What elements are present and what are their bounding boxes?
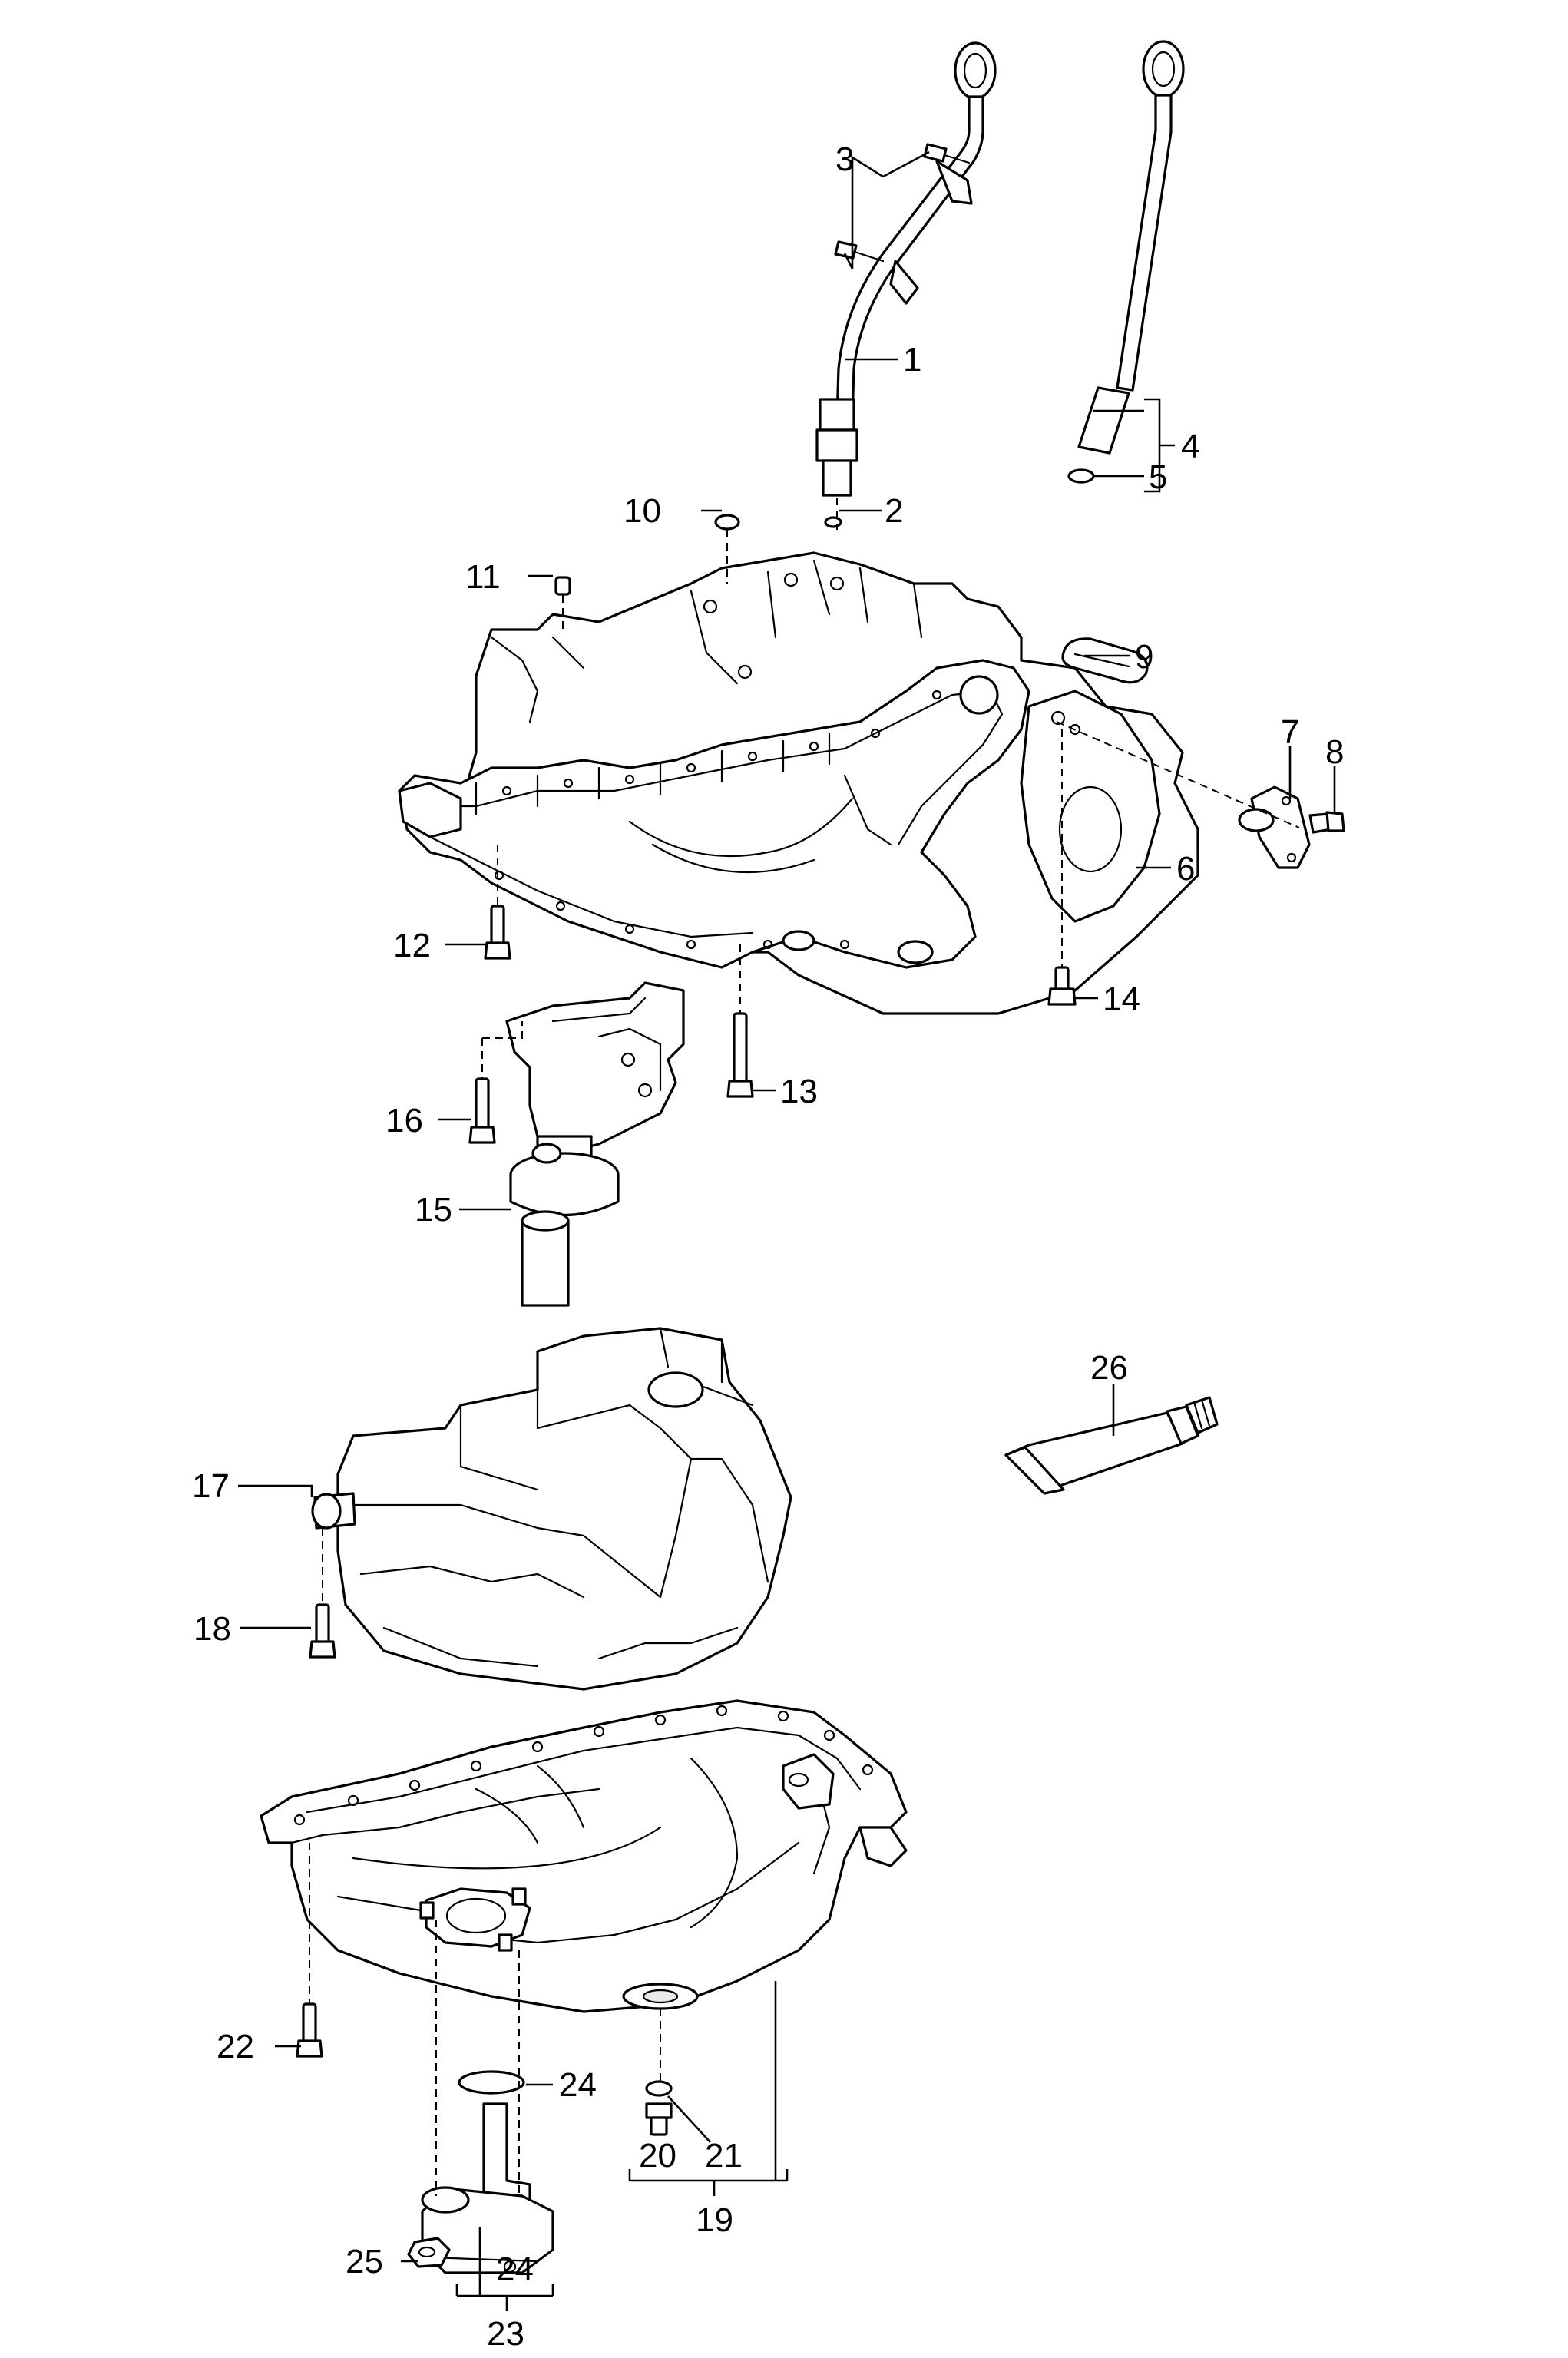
callout-7: 7	[1281, 713, 1299, 751]
callout-15: 15	[415, 1191, 452, 1229]
sealant-tube-26	[1004, 1396, 1219, 1495]
callout-18: 18	[194, 1610, 231, 1648]
oil-dipstick	[1067, 40, 1185, 484]
callout-13: 13	[780, 1073, 818, 1110]
callout-26: 26	[1090, 1349, 1128, 1387]
bolt-18	[309, 1603, 336, 1659]
callout-14: 14	[1103, 981, 1140, 1018]
gasket-9	[1061, 637, 1149, 684]
bolt-22	[296, 2002, 323, 2058]
oil-pan-upper-housing	[398, 551, 1199, 1015]
callout-4: 4	[1181, 428, 1199, 465]
callout-8: 8	[1325, 733, 1344, 771]
callout-24-upper: 24	[559, 2066, 597, 2104]
callout-12: 12	[393, 927, 431, 964]
seal-ring-21	[645, 2080, 673, 2097]
cover-plate-7	[1238, 785, 1311, 869]
callout-19: 19	[696, 2201, 733, 2239]
callout-labels: 1 2 3 4 5 6 7 8 9 10 11 12 13 14 15 16 1…	[192, 141, 1344, 2353]
callout-24-lower: 24	[496, 2251, 534, 2288]
baffle-plate-17	[311, 1327, 792, 1691]
callout-20: 20	[639, 2137, 676, 2174]
drain-plug-20	[645, 2102, 673, 2136]
lower-pan-rim-holes	[293, 1705, 874, 1826]
callout-17: 17	[192, 1467, 230, 1505]
bolt-14	[1047, 966, 1077, 1006]
callout-5: 5	[1149, 458, 1167, 496]
callout-1: 1	[903, 341, 921, 379]
lower-oil-pan-19	[260, 1699, 908, 2013]
callout-2: 2	[885, 492, 903, 530]
callout-23: 23	[487, 2315, 524, 2353]
o-ring-24	[458, 2070, 525, 2095]
callout-22: 22	[217, 2028, 254, 2065]
callout-10: 10	[624, 492, 661, 530]
callout-21: 21	[705, 2137, 743, 2174]
callout-16: 16	[385, 1102, 423, 1139]
callout-6: 6	[1176, 850, 1195, 888]
callout-9: 9	[1135, 638, 1153, 676]
bolt-8	[1308, 811, 1345, 834]
oil-pump-15	[505, 981, 685, 1307]
seal-ring-2	[824, 516, 842, 528]
bolt-13	[726, 1012, 754, 1098]
oil-filter-housing-23	[421, 2102, 554, 2274]
leader-lines	[238, 150, 1336, 2311]
callout-11: 11	[465, 558, 501, 596]
dowel-pin-11	[554, 576, 571, 596]
nut-25	[407, 2237, 451, 2268]
alignment-lines	[309, 498, 1300, 2196]
o-ring-10	[714, 514, 740, 531]
dipstick-guide-tube	[815, 41, 997, 497]
callout-3: 3	[835, 141, 854, 178]
bolt-16	[468, 1077, 496, 1144]
callout-25: 25	[346, 2243, 383, 2280]
bracket-bolt-upper	[923, 143, 971, 164]
bolt-12	[484, 905, 511, 960]
bracket-bolt-lower	[834, 240, 885, 263]
